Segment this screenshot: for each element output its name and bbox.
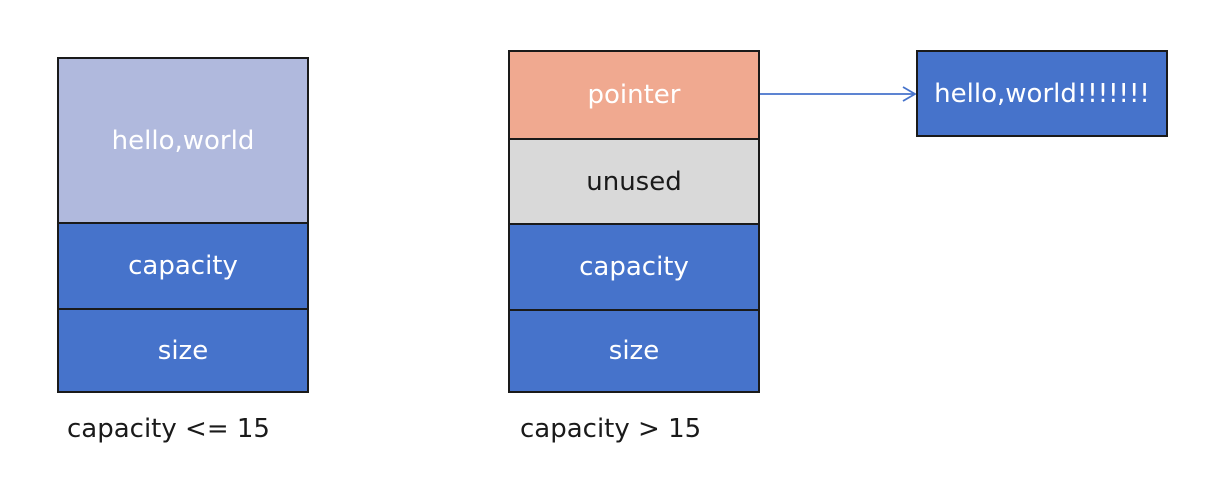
unused-cell: unused (510, 138, 758, 223)
size-cell: size (510, 309, 758, 391)
large-string-layout: pointer unused capacity size (508, 50, 760, 393)
size-cell: size (59, 308, 307, 391)
capacity-cell: capacity (510, 223, 758, 309)
heap-buffer-box: hello,world!!!!!!! (916, 50, 1168, 137)
small-string-caption: capacity <= 15 (67, 414, 270, 444)
pointer-cell: pointer (510, 52, 758, 138)
large-string-caption: capacity > 15 (520, 414, 702, 444)
capacity-cell: capacity (59, 222, 307, 308)
arrowhead-icon (902, 86, 917, 102)
inline-buffer-cell: hello,world (59, 59, 307, 222)
small-string-layout: hello,world capacity size (57, 57, 309, 393)
